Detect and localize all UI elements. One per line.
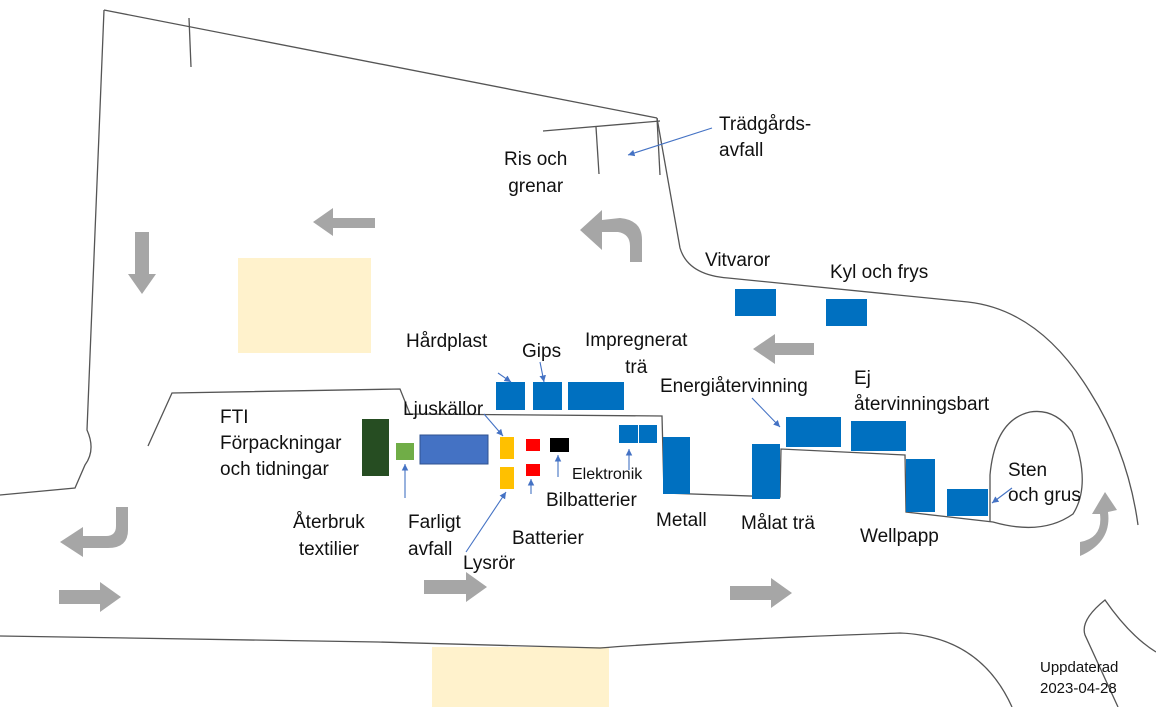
container-kyl-och-frys (826, 299, 867, 326)
station-ljuskallor (500, 437, 514, 459)
container-vitvaror (735, 289, 776, 316)
label-vitvaror: Vitvaror (705, 250, 771, 271)
station-batterier-1 (526, 439, 540, 451)
label-malat-tra: Målat trä (741, 513, 815, 534)
parking-area-lower (432, 647, 609, 707)
containers (362, 289, 988, 516)
arrow-down-left (128, 232, 156, 294)
container-ej-atervinningsbart (851, 421, 906, 451)
station-lysror (500, 467, 514, 489)
label-bilbatterier: Bilbatterier (546, 490, 637, 511)
arrow-uturn-lower-left (60, 507, 128, 557)
arrow-uturn-upper (580, 210, 642, 262)
container-metall (663, 437, 690, 494)
container-wellpapp (906, 459, 935, 512)
arrow-left-upper (313, 208, 375, 236)
arrow-right-lower-middle (424, 572, 487, 602)
site-boundary (0, 9, 1156, 707)
station-farligt-avfall (419, 434, 489, 465)
container-hardplast (496, 382, 525, 410)
label-ljuskallor: Ljuskällor (403, 399, 484, 420)
container-elektronik-1 (619, 425, 638, 443)
container-sten-och-grus (947, 489, 988, 516)
station-batterier-2 (526, 464, 540, 476)
arrow-right-lower-left (59, 582, 121, 612)
arrow-curve-up-right (1080, 492, 1117, 556)
label-wellpapp: Wellpapp (860, 526, 939, 547)
label-energiatervinning: Energiåtervinning (660, 376, 808, 397)
parking-area-upper (238, 258, 371, 353)
label-tradgardsavfall: Trädgårds-avfall (719, 114, 812, 161)
label-elektronik: Elektronik (572, 466, 643, 483)
label-hardplast: Hårdplast (406, 331, 488, 352)
label-lysror: Lysrör (463, 553, 516, 574)
direction-arrows (59, 208, 1117, 612)
container-gips (533, 382, 562, 410)
label-kyl-och-frys: Kyl och frys (830, 262, 929, 283)
label-gips: Gips (522, 341, 562, 362)
station-fti (362, 419, 389, 476)
container-energiatervinning (786, 417, 841, 447)
leader-lines (401, 127, 1013, 553)
station-aterbruk-textilier (396, 443, 414, 460)
label-metall: Metall (656, 510, 707, 531)
arrow-left-middle (753, 334, 814, 364)
container-elektronik-2 (639, 425, 657, 443)
arrow-right-lower-right (730, 578, 792, 608)
container-impregnerat-tra (568, 382, 624, 410)
container-malat-tra (752, 444, 780, 499)
label-batterier: Batterier (512, 528, 584, 549)
station-bilbatterier (550, 438, 569, 452)
